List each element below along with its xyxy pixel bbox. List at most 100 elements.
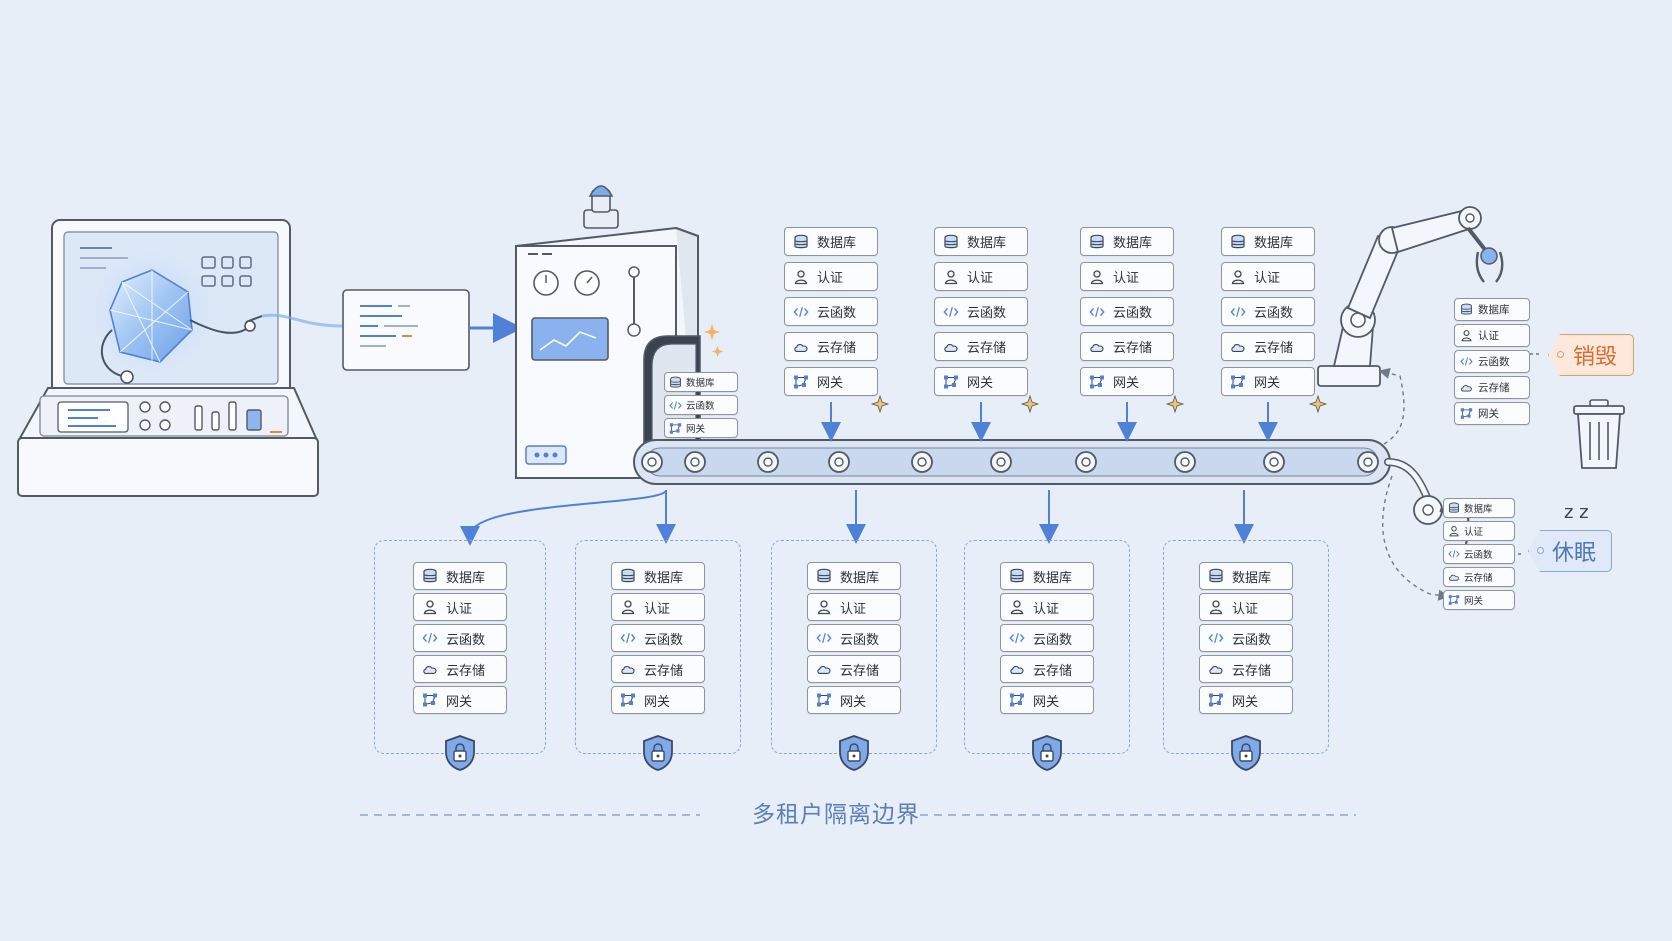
user-icon [793,269,809,285]
provisioning-machine [515,185,723,480]
machine-output-stack: 数据库云函数网关 [664,372,738,438]
cloud-icon [1448,571,1460,583]
conveyor-roller-hub [1269,457,1279,467]
service-label: 云函数 [644,632,684,648]
service-card-storage: 云存储 [1080,332,1174,361]
tag-hole [1537,547,1544,554]
service-label: 云存储 [1113,341,1153,356]
service-label: 云存储 [644,663,684,679]
service-label: 认证 [1478,330,1499,342]
database-icon [1448,502,1460,514]
code-icon [943,304,959,320]
service-card-gateway: 网关 [413,686,507,714]
conveyor-roller-hub [917,457,927,467]
service-card-database: 数据库 [1080,227,1174,256]
tenant-service-stack: 数据库认证云函数云存储网关 [1000,562,1094,714]
service-card-auth: 认证 [1080,262,1174,291]
service-label: 网关 [1464,596,1484,607]
service-card-storage: 云存储 [807,655,901,683]
code-icon [1460,355,1473,368]
service-label: 云函数 [1464,550,1493,561]
service-card-functions: 云函数 [1443,544,1515,564]
service-card-gateway: 网关 [1000,686,1094,714]
service-card-storage: 云存储 [784,332,878,361]
service-label: 数据库 [1478,304,1510,316]
service-card-database: 数据库 [807,562,901,590]
user-icon [1460,329,1473,342]
service-label: 网关 [1254,376,1281,391]
service-label: 数据库 [446,570,486,586]
service-label: 网关 [817,376,844,391]
service-label: 数据库 [1232,570,1272,586]
service-card-auth: 认证 [611,593,705,621]
service-label: 认证 [1464,527,1484,538]
network-icon [422,692,438,708]
network-icon [816,692,832,708]
service-label: 网关 [967,376,994,391]
trash-can-icon [1573,399,1625,469]
conveyor-belt [633,439,1391,485]
service-label: 云函数 [1113,306,1153,321]
conveyor-roller-hub [834,457,844,467]
network-icon [943,374,959,390]
service-label: 认证 [1033,601,1060,617]
sleeping-service-stack: 数据库认证云函数云存储网关 [1443,498,1515,610]
sleep-symbol: z z [1564,502,1589,523]
service-card-gateway: 网关 [1443,590,1515,610]
service-label: 数据库 [1464,504,1493,515]
service-label: 云存储 [1464,573,1493,584]
database-icon [620,568,636,584]
service-card-auth: 认证 [1454,324,1530,347]
conveyor-roller-hub [763,457,773,467]
service-label: 认证 [446,601,473,617]
service-card-gateway: 网关 [934,367,1028,396]
service-card-gateway: 网关 [611,686,705,714]
tenant-service-stack: 数据库认证云函数云存储网关 [611,562,705,714]
service-label: 数据库 [644,570,684,586]
code-icon [1089,304,1105,320]
service-card-functions: 云函数 [413,624,507,652]
service-label: 云存储 [1254,341,1294,356]
cloud-icon [943,339,959,355]
service-card-gateway: 网关 [784,367,878,396]
sleep-label: 休眠 [1551,541,1596,566]
service-card-database: 数据库 [1000,562,1094,590]
service-label: 网关 [840,694,867,710]
network-icon [1009,692,1025,708]
database-icon [943,234,959,250]
config-document [342,289,470,371]
service-card-auth: 认证 [1199,593,1293,621]
code-icon [816,630,832,646]
service-label: 认证 [1232,601,1259,617]
service-label: 网关 [1232,694,1259,710]
code-icon [620,630,636,646]
cloud-icon [1460,381,1473,394]
service-label: 云存储 [1232,663,1272,679]
database-icon [1089,234,1105,250]
cloud-icon [1089,339,1105,355]
service-label: 数据库 [817,236,857,251]
network-icon [1448,594,1460,606]
database-icon [793,234,809,250]
code-icon [669,399,682,412]
service-card-auth: 认证 [807,593,901,621]
service-card-database: 数据库 [1454,298,1530,321]
service-card-database: 数据库 [1443,498,1515,518]
service-card-functions: 云函数 [784,297,878,326]
service-card-storage: 云存储 [1221,332,1315,361]
destroy-label: 销毁 [1572,345,1617,370]
service-label: 云存储 [840,663,880,679]
conveyor-roller-hub [647,457,657,467]
service-label: 认证 [1113,271,1140,286]
service-card-auth: 认证 [1443,521,1515,541]
user-icon [1230,269,1246,285]
service-label: 网关 [1033,694,1060,710]
service-card-storage: 云存储 [611,655,705,683]
conveyor-roller-hub [690,457,700,467]
shield-lock-icon [1030,734,1064,776]
code-icon [793,304,809,320]
network-icon [1208,692,1224,708]
robot-arm-destroy [1317,206,1504,387]
service-label: 数据库 [1113,236,1153,251]
